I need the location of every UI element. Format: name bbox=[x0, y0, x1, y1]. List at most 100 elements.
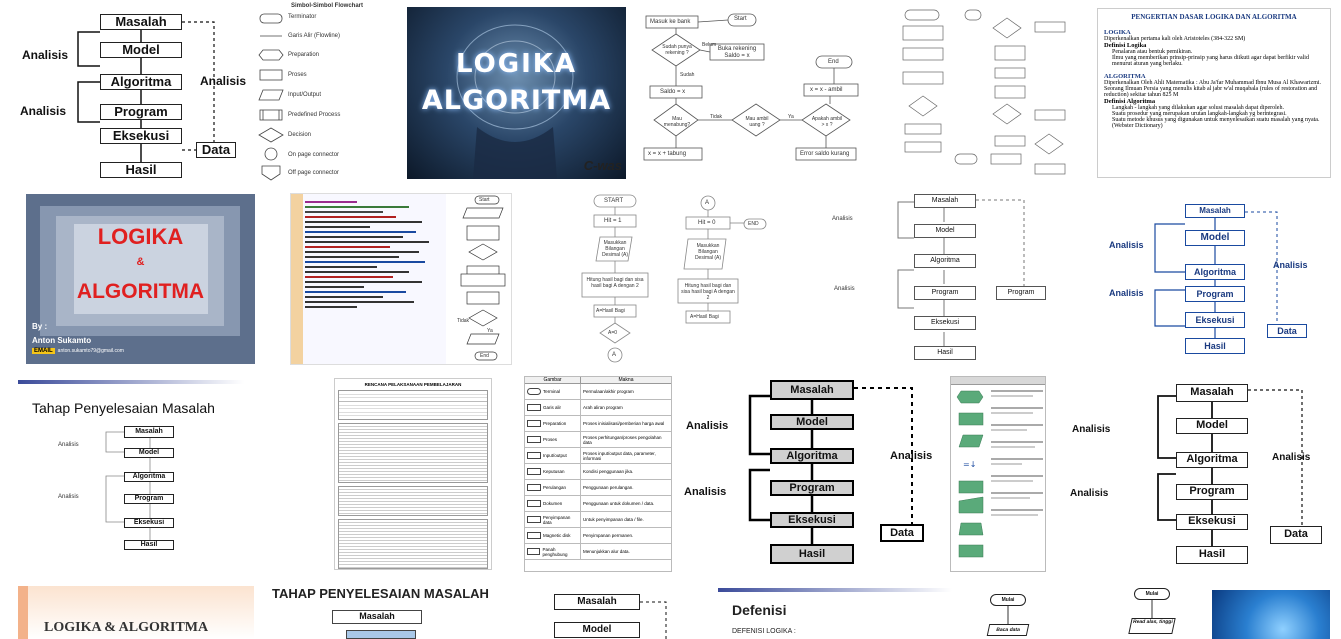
bank-ya: Ya bbox=[788, 114, 794, 120]
image-result-flow-diagram-3[interactable]: Masalah Model Algoritma Program Eksekusi… bbox=[1066, 378, 1331, 572]
dec-assign-1: A=Hasil Bagi bbox=[596, 308, 625, 314]
table-cell-desc: Penyimpanan permanen. bbox=[583, 533, 634, 538]
label-analisis-right: Analisis bbox=[200, 74, 246, 88]
image-result-logika-bottom[interactable]: LOGIKA & ALGORITMA bbox=[18, 586, 254, 639]
symbol-row-3: Proses bbox=[288, 72, 307, 78]
box-data: Data bbox=[196, 142, 236, 158]
table-cell-desc: Untuk penyimpanan data / file. bbox=[583, 517, 644, 522]
symbol-shapes bbox=[258, 13, 284, 181]
tahap-hasil: Hasil bbox=[124, 540, 174, 550]
bank-enter: Masuk ke bank bbox=[650, 19, 691, 25]
table-cell-name: Magnetic disk bbox=[543, 533, 571, 538]
rpp-title: RENCANA PELAKSANAAN PEMBELAJARAN bbox=[364, 382, 462, 387]
brain-watermark: C-was bbox=[583, 158, 622, 173]
tahap-connectors bbox=[105, 431, 151, 540]
code-start: Start bbox=[479, 197, 490, 203]
image-result-flow-diagram-2[interactable]: Masalah Model Algoritma Program Program … bbox=[828, 188, 1074, 366]
image-result-flow-diagram-dark[interactable]: Masalah Model Algoritma Program Eksekusi… bbox=[682, 376, 936, 572]
image-result-flow-diagram-blue[interactable]: Masalah Model Algoritma Program Eksekusi… bbox=[1101, 196, 1331, 364]
tahap-header-bar bbox=[18, 380, 244, 384]
slide-line2: ALGORITMA bbox=[76, 280, 205, 303]
slide-by: By : bbox=[32, 322, 48, 331]
table-cell-symbol: Input/output bbox=[525, 448, 581, 463]
code-end: End bbox=[480, 353, 489, 359]
image-result-mulai-flow-1[interactable]: Mulai Baca data bbox=[980, 590, 1038, 639]
image-result-logika-slide[interactable]: LOGIKA & ALGORITMA By : Anton Sukamto EM… bbox=[26, 194, 255, 364]
flow-symbol-icon bbox=[527, 452, 541, 459]
flow3-analisis-3: Analisis bbox=[1272, 452, 1311, 463]
tahap-caps-title: TAHAP PENYELESAIAN MASALAH bbox=[272, 586, 489, 601]
label-analisis-left-1: Analisis bbox=[22, 48, 69, 62]
image-result-defenisi[interactable]: Defenisi DEFENISI LOGIKA : bbox=[716, 586, 954, 639]
flow-dark-eksekusi: Eksekusi bbox=[770, 512, 854, 528]
decimal-flow-shapes bbox=[581, 194, 767, 363]
bank-saldo: Saldo = x bbox=[660, 89, 686, 95]
flow-blue-analisis-1: Analisis bbox=[1109, 240, 1144, 250]
table-row: Magnetic disk Penyimpanan permanen. bbox=[525, 528, 671, 544]
table-cell-symbol: Garis alir bbox=[525, 400, 581, 415]
slide-email-label: EMAIL bbox=[34, 348, 53, 354]
image-result-tahap-caps[interactable]: TAHAP PENYELESAIAN MASALAH Masalah bbox=[270, 586, 510, 639]
image-result-flowchart-detailed[interactable] bbox=[895, 6, 1080, 178]
table-cell-symbol: Panah penghubung bbox=[525, 544, 581, 559]
table-cell-name: Garis alir bbox=[543, 405, 562, 410]
symbol-row-0: Terminator bbox=[288, 14, 317, 20]
flow3-analisis-2: Analisis bbox=[1070, 488, 1109, 499]
table-cell-symbol: Magnetic disk bbox=[525, 528, 581, 543]
table-cell-name: Proses bbox=[543, 437, 558, 442]
table-cell-desc: Penggunaan perulangan. bbox=[583, 485, 634, 490]
def-logika-heading: Definisi Logika bbox=[1104, 42, 1147, 49]
mm-masalah: Masalah bbox=[554, 594, 640, 610]
image-result-flow-diagram-1[interactable]: Masalah Model Algoritma Program Eksekusi… bbox=[0, 0, 246, 186]
flow-symbol-icon bbox=[527, 548, 541, 555]
def-logika: LOGIKA bbox=[1104, 29, 1131, 36]
symbol-row-4: Input/Output bbox=[288, 92, 322, 98]
symbol-row-7: On page connector bbox=[288, 152, 340, 158]
image-result-masalah-model[interactable]: Masalah Model bbox=[540, 590, 682, 639]
dec-assign-2: A=Hasil Bagi bbox=[690, 314, 719, 320]
tahap-algoritma: Algoritma bbox=[124, 472, 174, 482]
image-result-decimal-flowchart[interactable]: START Hit = 1 Masukkan Bilangan Desimal … bbox=[560, 193, 770, 365]
table-cell-desc: Proses input/output data, parameter, inf… bbox=[583, 450, 656, 461]
flow3-masalah: Masalah bbox=[1176, 384, 1248, 402]
image-result-green-symbols[interactable]: =↓ bbox=[950, 376, 1046, 572]
image-result-rpp-document[interactable]: RENCANA PELAKSANAAN PEMBELAJARAN bbox=[334, 378, 492, 570]
image-result-tahap-penyelesaian[interactable]: Tahap Penyelesaian Masalah Masalah Model… bbox=[14, 378, 244, 570]
image-result-symbol-table[interactable]: Simbol-Simbol Flowchart Terminator Garis… bbox=[254, 0, 400, 186]
bank-tidak: Tidak bbox=[710, 114, 723, 120]
bank-belum: Belum bbox=[702, 42, 717, 48]
flow3-data: Data bbox=[1270, 526, 1322, 544]
flow-dark-masalah: Masalah bbox=[770, 380, 854, 400]
flow2-model: Model bbox=[914, 224, 976, 238]
table-cell-name: Penyimpanan data bbox=[542, 514, 571, 525]
mm-model: Model bbox=[554, 622, 640, 638]
image-result-mulai-flow-2[interactable]: Mulai Read alas, tinggi bbox=[1124, 586, 1182, 639]
flow2-eksekusi: Eksekusi bbox=[914, 316, 976, 330]
image-result-brain-logika[interactable]: LOGIKA ALGORITMA C-was bbox=[407, 7, 626, 179]
symbol-row-2: Preparation bbox=[288, 52, 320, 58]
mulai-1: Mulai bbox=[990, 594, 1026, 606]
dec-cond: A=0 bbox=[608, 330, 618, 336]
flow-dark-analisis-2: Analisis bbox=[684, 486, 727, 498]
table-header-desc: Makna bbox=[618, 377, 634, 383]
image-result-blue-tech[interactable] bbox=[1212, 590, 1330, 639]
image-result-bank-flowchart[interactable]: Start Masuk ke bank Sudah punya rekening… bbox=[640, 6, 872, 178]
flow-symbol-icon bbox=[527, 420, 541, 427]
table-cell-desc: Proses inisialisasi/pemberian harga awal bbox=[583, 421, 665, 426]
tahap-program: Program bbox=[124, 494, 174, 504]
bank-q1: Sudah punya rekening ? bbox=[662, 44, 692, 56]
flow-dark-data: Data bbox=[880, 524, 924, 542]
image-result-code-flowchart[interactable]: Start End Tidak Ya bbox=[290, 193, 512, 365]
slide-amp: & bbox=[136, 256, 145, 268]
dec-end: END bbox=[748, 221, 759, 227]
flow-blue-model: Model bbox=[1185, 230, 1245, 246]
slide-email: anton.sukamto79@gmail.com bbox=[57, 348, 124, 354]
image-result-definition-doc[interactable]: PENGERTIAN DASAR LOGIKA DAN ALGORITMA LO… bbox=[1097, 8, 1331, 178]
tahap-caps-masalah: Masalah bbox=[332, 610, 422, 624]
flow-symbol-icon bbox=[527, 516, 541, 523]
flow-symbol-icon bbox=[527, 388, 541, 395]
